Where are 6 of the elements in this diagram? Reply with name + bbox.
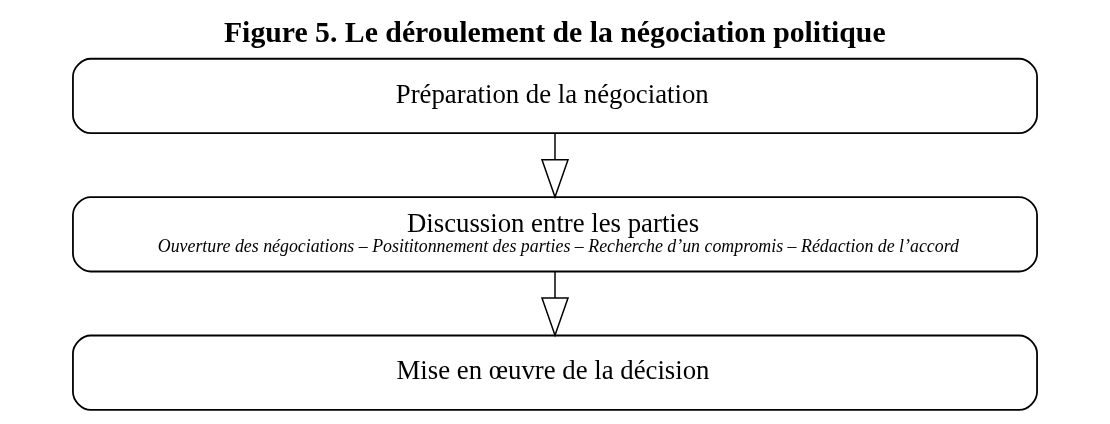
node-box: Mise en œuvre de la décision — [72, 334, 1038, 411]
arrow — [540, 133, 570, 200]
diagram-title: Figure 5. Le déroulement de la négociation politique — [223, 15, 886, 49]
node-box: Préparation de la négociation — [72, 57, 1038, 135]
node-box: Discussion entre les parties Ouverture des négociations – Posititonnement des parties – Recherche d’un compromis – Rédaction de l’accord — [72, 196, 1038, 273]
arrow — [540, 271, 570, 338]
